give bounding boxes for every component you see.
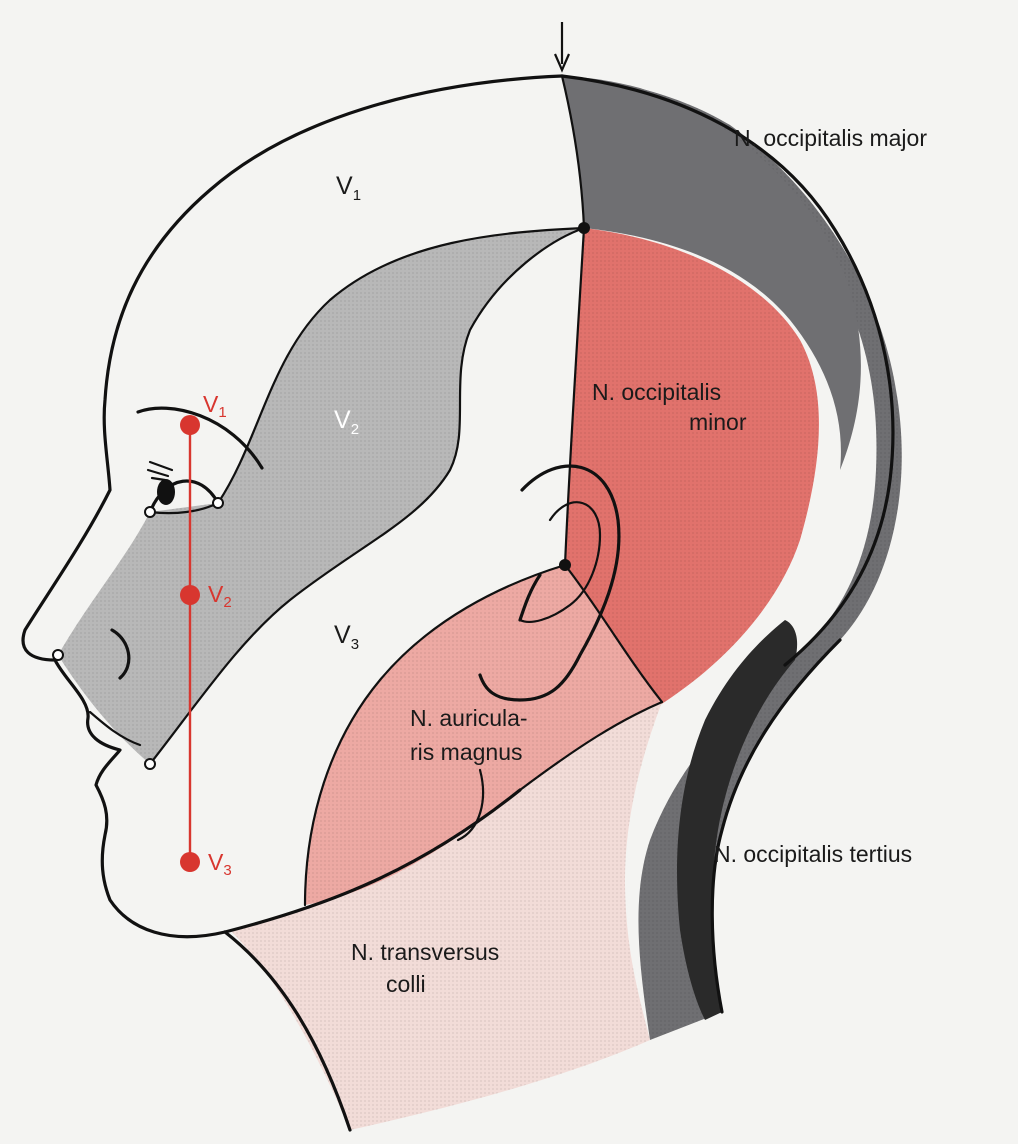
nostril bbox=[110, 628, 131, 680]
transversus-colli-label-line1: N. transversus bbox=[351, 939, 499, 965]
occipitalis-minor-label-line1: N. occipitalis bbox=[592, 379, 721, 405]
v2-v3-boundary-line bbox=[148, 226, 586, 766]
eye-upper-lid bbox=[148, 479, 220, 514]
exit-point-v1-dot bbox=[180, 415, 200, 435]
eyelashes bbox=[146, 460, 174, 482]
occipitalis-minor-texture bbox=[565, 228, 819, 705]
ear-outline bbox=[478, 464, 621, 702]
occipitalis-minor-label-line2: minor bbox=[689, 409, 747, 435]
mouth-corner-marker bbox=[144, 758, 156, 770]
neck-front-outline bbox=[223, 930, 352, 1132]
auricularis-magnus-texture bbox=[305, 565, 662, 905]
head-outline bbox=[21, 74, 564, 939]
vertex-boundary-line bbox=[560, 74, 586, 567]
v2-region-label: V2 bbox=[334, 406, 359, 438]
eye-pupil bbox=[157, 479, 175, 505]
jaw-neck-boundary-line bbox=[518, 700, 664, 792]
eyebrow bbox=[136, 406, 264, 470]
vertex-junction-dot bbox=[578, 222, 590, 234]
exit-point-v2-dot bbox=[180, 585, 200, 605]
ear-inner bbox=[518, 501, 602, 623]
transversus-colli-label-line2: colli bbox=[386, 971, 426, 997]
auricularis-magnus-label-line2: ris magnus bbox=[410, 739, 522, 765]
occipitalis-major-scalp-wedge bbox=[562, 76, 861, 470]
transversus-colli-texture bbox=[230, 702, 662, 1130]
occipitalis-major-label: N. occipitalis major bbox=[734, 125, 927, 151]
vertex-arrow-icon bbox=[553, 22, 571, 73]
nose-tip-marker bbox=[52, 649, 64, 661]
occipitalis-tertius-label: N. occipitalis tertius bbox=[714, 841, 912, 867]
v1-v2-boundary-line bbox=[216, 226, 586, 505]
lips bbox=[88, 710, 142, 747]
occipitalis-tertius-band bbox=[677, 620, 798, 1020]
v1-region-label: V1 bbox=[336, 172, 361, 204]
v3-region-label: V3 bbox=[334, 621, 359, 653]
exit-point-v1-label: V1 bbox=[203, 391, 227, 421]
ear-canal bbox=[518, 573, 542, 622]
scalp-back-outline bbox=[560, 74, 895, 667]
auricularis-magnus-label-line1: N. auricula- bbox=[410, 705, 528, 731]
neck-back-outline bbox=[710, 638, 842, 1014]
eye-outer-marker bbox=[212, 497, 224, 509]
exit-point-v2-label: V2 bbox=[208, 581, 232, 611]
nerve-path-line bbox=[456, 768, 485, 842]
exit-point-v3-dot bbox=[180, 852, 200, 872]
auricularis-boundary-line bbox=[303, 563, 567, 907]
neck-boundary-line bbox=[563, 563, 664, 704]
ear-junction-dot bbox=[559, 559, 571, 571]
eye-inner-marker bbox=[144, 506, 156, 518]
exit-point-v3-label: V3 bbox=[208, 849, 232, 879]
